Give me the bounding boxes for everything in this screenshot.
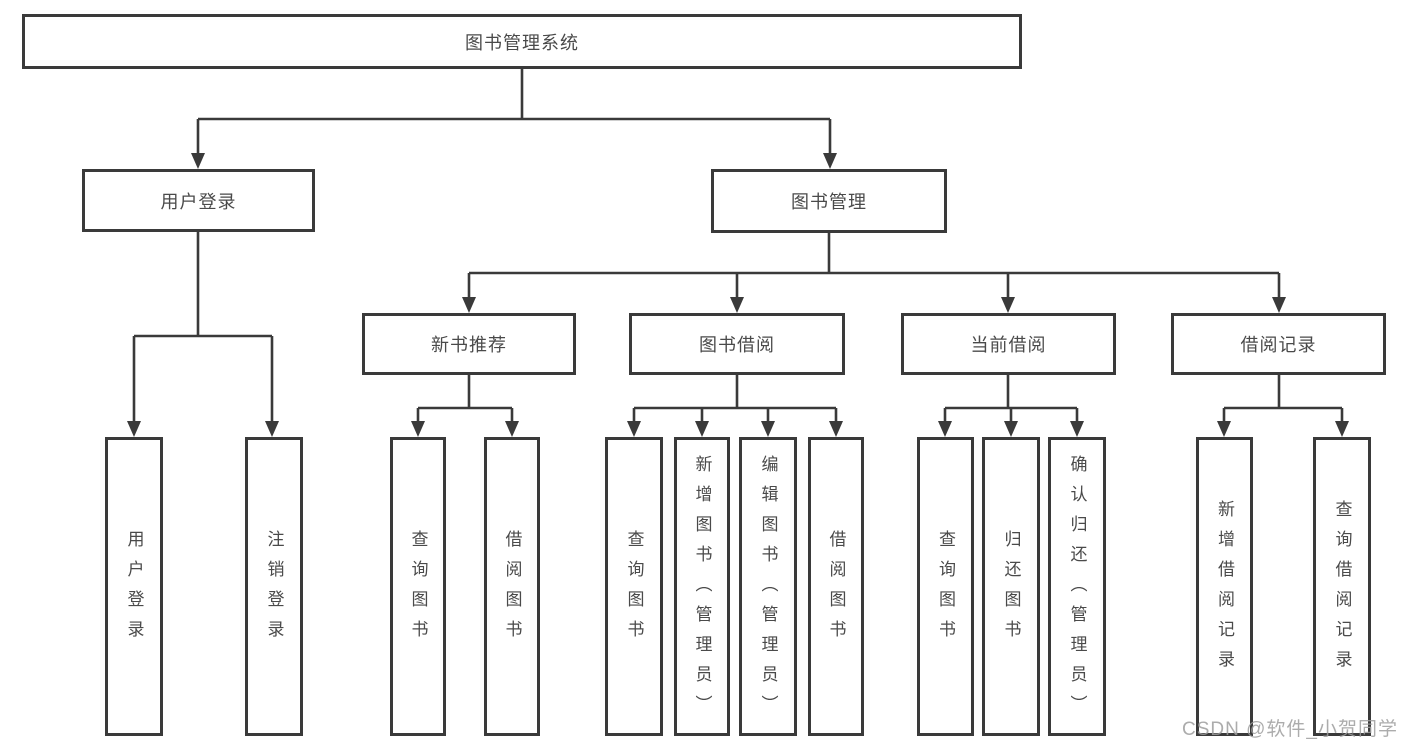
arrow-icon [1272,297,1286,313]
arrow-icon [730,297,744,313]
arrow-icon [1217,421,1231,437]
csdn-watermark: CSDN @软件_小贺同学 [1182,719,1398,740]
connector-borrow [632,375,838,424]
node-user-login: 用户登录 [82,169,315,232]
leaf-query-books-recommend: 查询图书 [390,437,446,736]
arrow-icon [627,421,641,437]
node-current-borrow: 当前借阅 [901,313,1116,375]
arrow-icon [505,421,519,437]
arrow-icon [127,421,141,437]
arrow-icon [265,421,279,437]
arrow-icon [829,421,843,437]
node-borrow-records: 借阅记录 [1171,313,1386,375]
leaf-add-borrow-record: 新增借阅记录 [1196,437,1253,736]
leaf-borrow-books-recommend: 借阅图书 [484,437,540,736]
connector-new-rec [416,375,514,424]
arrow-icon [1001,297,1015,313]
connector-root [196,69,832,156]
arrow-icon [823,153,837,169]
arrow-icon [411,421,425,437]
connector-record [1222,375,1344,424]
leaf-logout-login: 注销登录 [245,437,303,736]
connector-current [943,375,1079,424]
leaf-borrow-books: 借阅图书 [808,437,864,736]
connector-user-login [132,232,274,424]
node-new-book-recommend: 新书推荐 [362,313,576,375]
leaf-query-borrow-record: 查询借阅记录 [1313,437,1371,736]
leaf-add-book-admin: 新增图书（管理员） [674,437,730,736]
leaf-query-books-borrow: 查询图书 [605,437,663,736]
arrow-icon [761,421,775,437]
arrow-icon [1335,421,1349,437]
leaf-edit-book-admin: 编辑图书（管理员） [739,437,797,736]
leaf-user-login: 用户登录 [105,437,163,736]
arrow-icon [1070,421,1084,437]
arrow-icon [938,421,952,437]
node-book-borrow: 图书借阅 [629,313,845,375]
leaf-query-books-current: 查询图书 [917,437,974,736]
leaf-return-book: 归还图书 [982,437,1040,736]
node-book-management: 图书管理 [711,169,947,233]
connector-book-mgmt [467,233,1281,300]
arrow-icon [695,421,709,437]
arrow-icon [462,297,476,313]
arrow-icon [191,153,205,169]
arrow-icon [1004,421,1018,437]
node-library-management-system: 图书管理系统 [22,14,1022,69]
leaf-confirm-return-admin: 确认归还（管理员） [1048,437,1106,736]
arrowheads [127,153,1349,437]
